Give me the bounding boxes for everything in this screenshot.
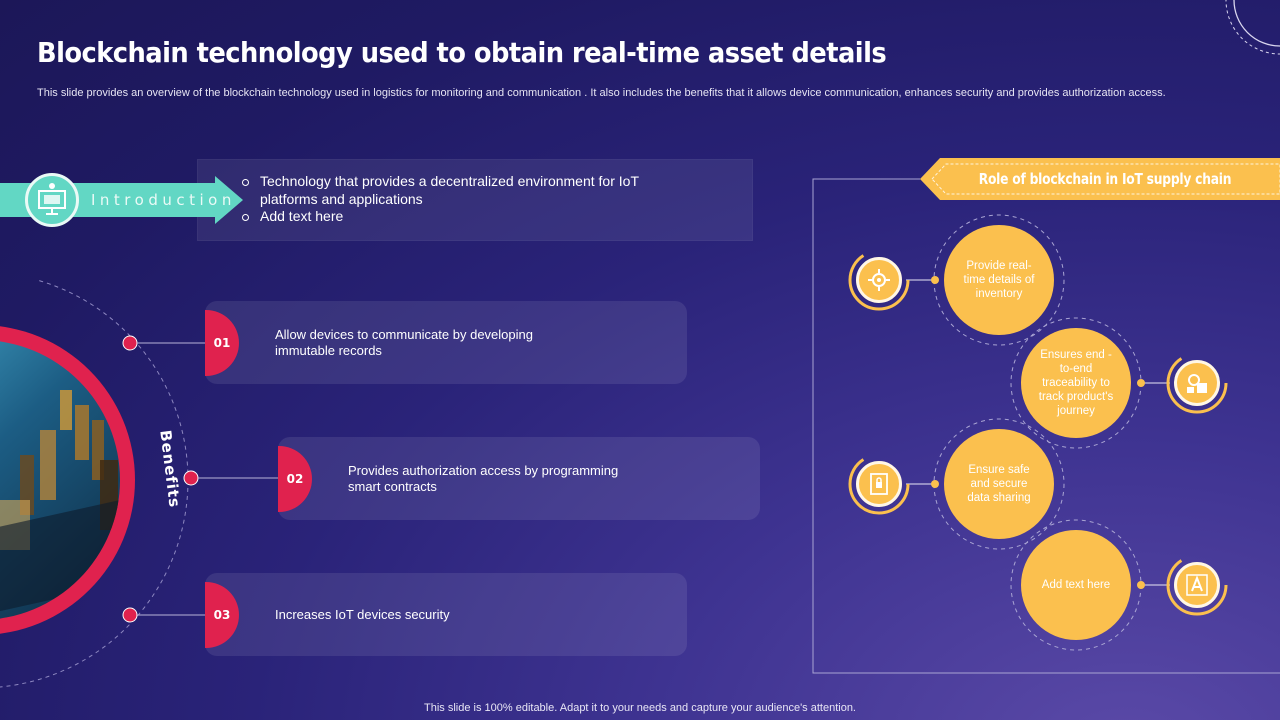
benefit-text: Increases IoT devices security — [275, 606, 450, 622]
benefit-text: Provides authorization access by program… — [348, 462, 619, 494]
role-bubble: Ensure safe and secure data sharing — [944, 429, 1054, 539]
benefit-text: Allow devices to communicate by developi… — [275, 326, 533, 358]
benefit-card: 01 Allow devices to communicate by devel… — [205, 301, 687, 384]
corner-decoration — [1225, 0, 1280, 55]
introduction-box: Technology that provides a decentralized… — [197, 159, 753, 241]
role-bubble: Ensures end -to-end traceability to trac… — [1021, 328, 1131, 438]
benefit-card: 02 Provides authorization access by prog… — [278, 437, 760, 520]
introduction-list: Technology that provides a decentralized… — [198, 160, 752, 226]
gear-box-icon — [1174, 360, 1220, 406]
connector-line — [198, 477, 280, 479]
text-edit-icon — [1174, 562, 1220, 608]
footer-note: This slide is 100% editable. Adapt it to… — [424, 702, 856, 714]
role-title: Role of blockchain in IoT supply chain — [978, 170, 1232, 188]
benefits-graphic — [0, 280, 210, 688]
gear-network-icon — [856, 257, 902, 303]
presentation-board-icon — [25, 173, 79, 227]
introduction-point: Technology that provides a decentralized… — [242, 173, 752, 208]
introduction-point: Add text here — [242, 208, 752, 226]
benefit-number: 01 — [205, 310, 239, 376]
benefit-number: 02 — [278, 446, 312, 512]
role-panel-frame — [812, 158, 1280, 674]
role-bubble: Provide real-time details of inventory — [944, 225, 1054, 335]
page-title: Blockchain technology used to obtain rea… — [37, 36, 887, 69]
introduction-label: Introduction — [91, 191, 236, 209]
benefit-number: 03 — [205, 582, 239, 648]
page-subtitle: This slide provides an overview of the b… — [37, 87, 1166, 99]
benefit-card: 03 Increases IoT devices security — [205, 573, 687, 656]
secure-document-icon — [856, 461, 902, 507]
role-bubble: Add text here — [1021, 530, 1131, 640]
